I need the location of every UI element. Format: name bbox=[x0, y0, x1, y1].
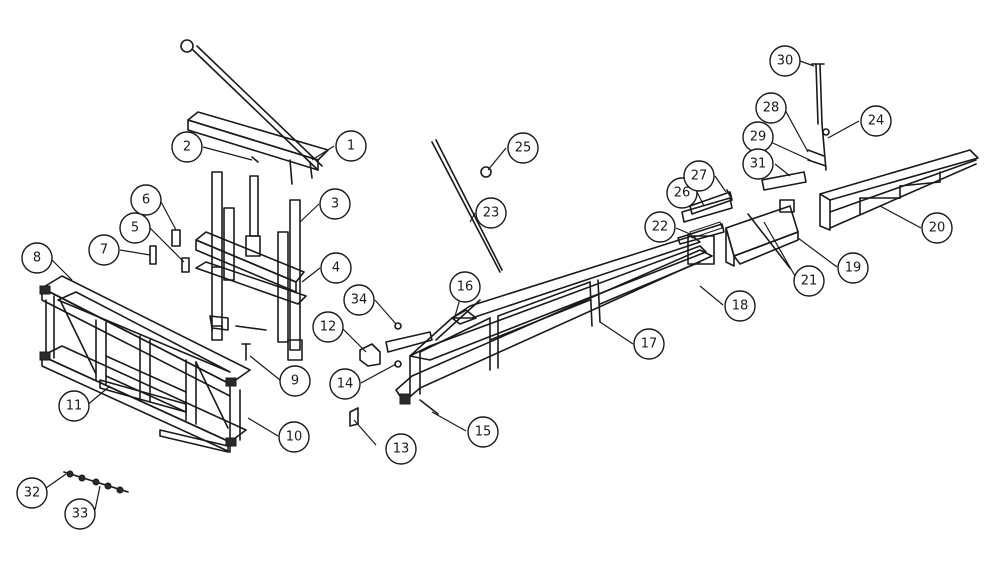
callout-24: 24 bbox=[860, 105, 892, 137]
svg-text:32: 32 bbox=[24, 486, 41, 501]
part-24-28-29-30-31-pins bbox=[761, 63, 830, 191]
svg-text:7: 7 bbox=[100, 243, 108, 258]
leader-lines bbox=[45, 60, 922, 511]
callout-28: 28 bbox=[755, 92, 787, 124]
callout-20: 20 bbox=[921, 212, 953, 244]
part-5-6-7-brackets bbox=[149, 229, 190, 273]
callout-16: 16 bbox=[449, 271, 481, 303]
svg-text:23: 23 bbox=[483, 206, 500, 221]
part-15-bolt bbox=[419, 399, 439, 415]
svg-text:6: 6 bbox=[142, 193, 150, 208]
callout-18: 18 bbox=[724, 290, 756, 322]
callout-29: 29 bbox=[742, 121, 774, 153]
svg-text:1: 1 bbox=[347, 139, 355, 154]
svg-text:3: 3 bbox=[331, 197, 339, 212]
svg-text:24: 24 bbox=[868, 114, 885, 129]
svg-text:12: 12 bbox=[320, 320, 337, 335]
callout-19: 19 bbox=[837, 252, 869, 284]
svg-text:16: 16 bbox=[457, 280, 474, 295]
callout-3: 3 bbox=[319, 188, 351, 220]
svg-text:31: 31 bbox=[750, 157, 767, 172]
callout-1: 1 bbox=[335, 130, 367, 162]
part-20-outer-boom bbox=[819, 149, 979, 231]
callout-4: 4 bbox=[320, 252, 352, 284]
callout-12: 12 bbox=[312, 311, 344, 343]
svg-text:20: 20 bbox=[929, 221, 946, 236]
svg-text:21: 21 bbox=[801, 274, 818, 289]
callout-9: 9 bbox=[279, 365, 311, 397]
svg-text:10: 10 bbox=[286, 430, 303, 445]
part-32-33-rod bbox=[63, 470, 129, 494]
part-2-bolt bbox=[251, 156, 259, 163]
svg-text:13: 13 bbox=[393, 442, 410, 457]
callout-31: 31 bbox=[742, 148, 774, 180]
svg-text:25: 25 bbox=[515, 141, 532, 156]
svg-text:9: 9 bbox=[291, 374, 299, 389]
svg-text:26: 26 bbox=[674, 186, 691, 201]
callout-11: 11 bbox=[58, 390, 90, 422]
callout-30: 30 bbox=[769, 45, 801, 77]
callout-7: 7 bbox=[88, 234, 120, 266]
callout-6: 6 bbox=[130, 184, 162, 216]
callout-2: 2 bbox=[171, 131, 203, 163]
callout-14: 14 bbox=[329, 368, 361, 400]
svg-text:19: 19 bbox=[845, 261, 862, 276]
svg-text:5: 5 bbox=[131, 221, 139, 236]
svg-text:22: 22 bbox=[652, 220, 669, 235]
callout-27: 27 bbox=[683, 160, 715, 192]
part-19-21-22-hinge bbox=[677, 199, 799, 269]
callouts: 1 2 3 4 5 6 7 8 9 10 11 12 13 14 15 16 1… bbox=[16, 45, 953, 530]
svg-text:15: 15 bbox=[475, 425, 492, 440]
svg-text:28: 28 bbox=[763, 101, 780, 116]
svg-text:11: 11 bbox=[66, 399, 83, 414]
callout-22: 22 bbox=[644, 211, 676, 243]
svg-text:4: 4 bbox=[332, 261, 340, 276]
callout-10: 10 bbox=[278, 421, 310, 453]
part-23-25-rod bbox=[431, 139, 503, 273]
callout-32: 32 bbox=[16, 477, 48, 509]
callout-34: 34 bbox=[343, 284, 375, 316]
callout-15: 15 bbox=[467, 416, 499, 448]
part-1-brace bbox=[180, 39, 329, 185]
svg-text:8: 8 bbox=[33, 251, 41, 266]
callout-33: 33 bbox=[64, 498, 96, 530]
parts bbox=[39, 39, 979, 494]
part-8-center-frame bbox=[39, 275, 251, 453]
svg-text:34: 34 bbox=[351, 293, 368, 308]
callout-25: 25 bbox=[507, 132, 539, 164]
callout-17: 17 bbox=[633, 328, 665, 360]
part-26-27-tubes bbox=[681, 189, 733, 223]
svg-text:33: 33 bbox=[72, 507, 89, 522]
callout-23: 23 bbox=[475, 197, 507, 229]
svg-text:2: 2 bbox=[183, 140, 191, 155]
part-3-4-mast bbox=[195, 171, 307, 361]
callout-13: 13 bbox=[385, 433, 417, 465]
svg-text:30: 30 bbox=[777, 54, 794, 69]
svg-text:18: 18 bbox=[732, 299, 749, 314]
callout-5: 5 bbox=[119, 212, 151, 244]
callout-8: 8 bbox=[21, 242, 53, 274]
svg-text:27: 27 bbox=[691, 169, 708, 184]
callout-21: 21 bbox=[793, 265, 825, 297]
svg-text:17: 17 bbox=[641, 337, 658, 352]
part-9-bolt bbox=[241, 343, 251, 361]
svg-text:14: 14 bbox=[337, 377, 354, 392]
part-16-17-18-left-boom bbox=[395, 235, 715, 405]
svg-text:29: 29 bbox=[750, 130, 767, 145]
